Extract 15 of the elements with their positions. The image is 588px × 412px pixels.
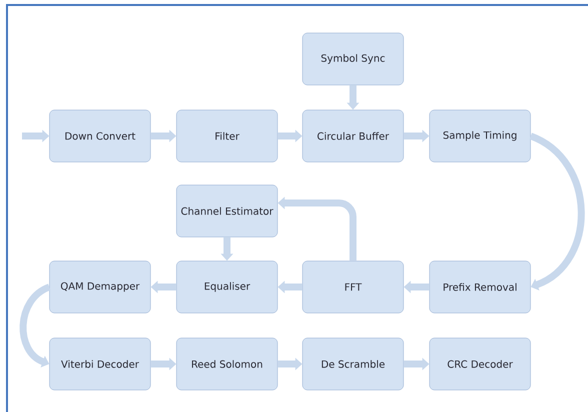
process-box: FFT — [302, 260, 404, 314]
process-box: Down Convert — [49, 110, 151, 162]
process-box: QAM Demapper — [49, 260, 151, 314]
process-box: Symbol Sync — [302, 32, 404, 86]
process-box: Channel Estimator — [176, 184, 278, 238]
process-box: Viterbi Decoder — [49, 338, 151, 390]
process-box: CRC Decoder — [429, 338, 531, 390]
process-box: Equaliser — [176, 260, 278, 314]
arrow — [529, 132, 585, 290]
process-box: Prefix Removal — [429, 260, 531, 314]
process-box: Filter — [176, 110, 278, 162]
process-box: Sample Timing — [429, 110, 531, 162]
process-box: Reed Solomon — [176, 338, 278, 390]
process-box: De Scramble — [302, 338, 404, 390]
process-box: Circular Buffer — [302, 110, 404, 162]
